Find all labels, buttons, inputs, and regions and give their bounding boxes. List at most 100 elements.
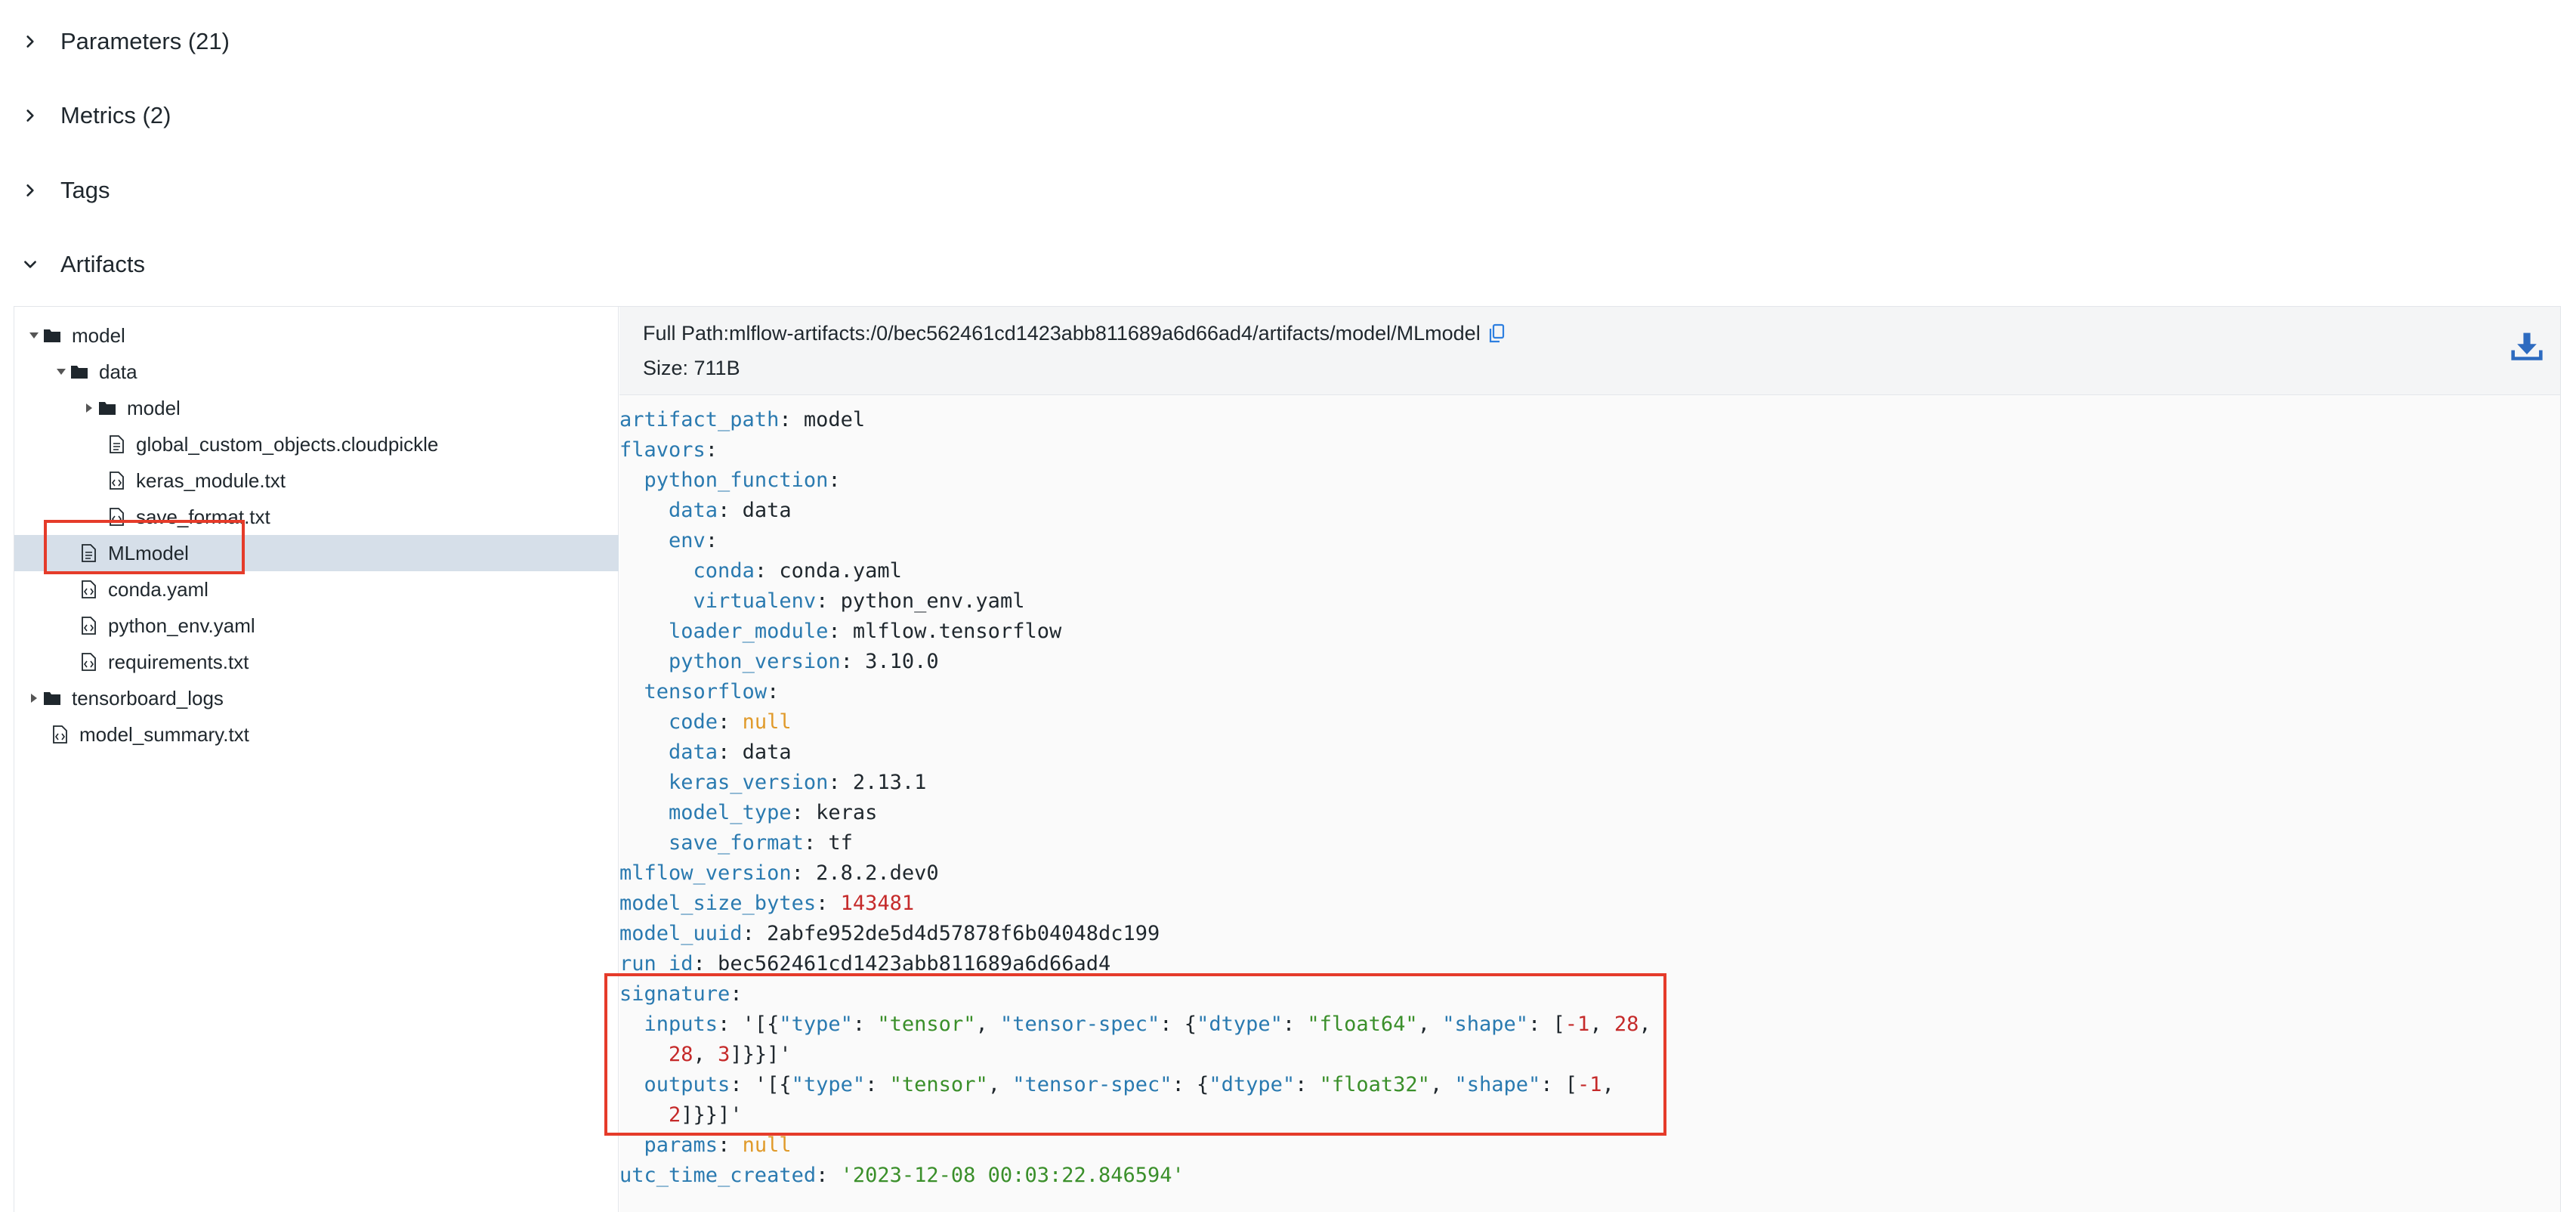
code-line: outputs: '[{"type": "tensor", "tensor-sp… (619, 1070, 1651, 1100)
code-token: "dtype" (1197, 1013, 1283, 1036)
code-token: env (669, 529, 706, 552)
code-token: : (1282, 1013, 1308, 1036)
download-icon[interactable] (2509, 328, 2545, 364)
tree-item-python-env-yaml[interactable]: python_env.yaml (14, 608, 619, 644)
code-token: : [ (1540, 1073, 1578, 1096)
code-token: : (852, 1013, 878, 1036)
code-token: python_function (644, 468, 829, 492)
code-token (619, 740, 669, 764)
folder-icon (69, 360, 90, 383)
code-token: model_type (669, 801, 792, 824)
code-file-icon (78, 578, 99, 601)
section-tags[interactable]: Tags (0, 160, 110, 221)
code-token: params (644, 1133, 718, 1157)
code-token (619, 620, 669, 643)
code-token: "float64" (1307, 1013, 1418, 1036)
full-path-text: Full Path:mlflow-artifacts:/0/bec562461c… (643, 322, 1481, 345)
tree-item-conda-yaml[interactable]: conda.yaml (14, 571, 619, 608)
code-token: "tensor-spec" (1012, 1073, 1172, 1096)
code-token: "type" (791, 1073, 866, 1096)
code-token: conda (693, 559, 755, 583)
code-token: : (816, 892, 841, 915)
code-line: 28, 3]}}]' (619, 1040, 1651, 1070)
code-token: : '[{ (730, 1073, 792, 1096)
artifact-viewer: Full Path:mlflow-artifacts:/0/bec562461c… (619, 307, 2560, 1212)
code-token: "shape" (1442, 1013, 1529, 1036)
file-icon (106, 433, 127, 456)
tree-item-label: data (99, 360, 137, 383)
caret-right-icon[interactable] (26, 692, 42, 704)
tree-item-label: python_env.yaml (108, 614, 255, 637)
code-line: conda: conda.yaml (619, 556, 1651, 586)
code-token (619, 650, 669, 673)
annotation-box-signature (604, 973, 1666, 1136)
code-token: : 2.13.1 (828, 771, 927, 794)
code-line: params: null (619, 1130, 1651, 1161)
code-token: , (1417, 1013, 1443, 1036)
code-token: 3 (718, 1043, 730, 1066)
code-token: : (705, 529, 718, 552)
code-line: model_type: keras (619, 798, 1651, 828)
code-token: : model (779, 408, 866, 431)
code-token: run_id (619, 952, 693, 975)
code-token: : { (1160, 1013, 1197, 1036)
code-line: python_version: 3.10.0 (619, 647, 1651, 677)
code-token: : (718, 710, 743, 734)
code-token (619, 559, 693, 583)
chevron-down-icon[interactable] (0, 256, 60, 273)
chevron-right-icon[interactable] (0, 107, 60, 124)
tree-item-save-format[interactable]: save_format.txt (14, 499, 619, 535)
code-token: : 2abfe952de5d4d57878f6b04048dc199 (742, 922, 1160, 945)
chevron-right-icon[interactable] (0, 33, 60, 50)
section-title: Metrics (2) (60, 102, 171, 128)
code-token: ]}}]' (730, 1043, 792, 1066)
code-token: "type" (779, 1013, 853, 1036)
tree-item-label: model_summary.txt (79, 722, 249, 746)
code-line: utc_time_created: '2023-12-08 00:03:22.8… (619, 1161, 1651, 1191)
section-metrics[interactable]: Metrics (2) (0, 85, 171, 146)
code-token: inputs (644, 1013, 718, 1036)
code-token: "tensor-spec" (999, 1013, 1160, 1036)
folder-icon (42, 687, 63, 710)
tree-item-label: MLmodel (108, 541, 189, 564)
caret-down-icon[interactable] (26, 329, 42, 342)
tree-item-label: requirements.txt (108, 650, 249, 673)
caret-right-icon[interactable] (82, 402, 97, 414)
caret-down-icon[interactable] (54, 366, 69, 378)
tree-item-label: model (127, 396, 181, 419)
tree-item-label: global_custom_objects.cloudpickle (136, 432, 439, 456)
tree-item-data-model[interactable]: model (14, 390, 619, 426)
code-token: : (705, 438, 718, 462)
tree-item-mlmodel[interactable]: MLmodel (14, 535, 619, 571)
chevron-right-icon[interactable] (0, 182, 60, 199)
code-file-icon (78, 614, 99, 637)
code-token: : (1295, 1073, 1320, 1096)
code-file-icon (49, 723, 70, 746)
code-token (619, 710, 669, 734)
code-token: : 3.10.0 (840, 650, 939, 673)
tree-item-tensorboard-logs[interactable]: tensorboard_logs (14, 680, 619, 716)
code-token: , (1639, 1013, 1651, 1036)
code-token: signature (619, 982, 730, 1006)
code-line: mlflow_version: 2.8.2.dev0 (619, 858, 1651, 889)
section-parameters[interactable]: Parameters (21) (0, 11, 230, 72)
section-title: Parameters (21) (60, 28, 230, 54)
code-token: model_uuid (619, 922, 743, 945)
code-token (619, 589, 693, 613)
tree-item-model-summary[interactable]: model_summary.txt (14, 716, 619, 753)
tree-item-data[interactable]: data (14, 354, 619, 390)
code-token: keras_version (669, 771, 829, 794)
tree-item-model[interactable]: model (14, 317, 619, 354)
code-token: , (975, 1013, 1000, 1036)
section-artifacts[interactable]: Artifacts (0, 234, 145, 295)
tree-item-keras-module[interactable]: keras_module.txt (14, 462, 619, 499)
code-line: env: (619, 526, 1651, 556)
full-path: Full Path:mlflow-artifacts:/0/bec562461c… (643, 322, 1506, 345)
code-line: data: data (619, 496, 1651, 526)
code-token: : bec562461cd1423abb811689a6d66ad4 (693, 952, 1111, 975)
tree-item-requirements[interactable]: requirements.txt (14, 644, 619, 680)
tree-item-global-custom-objects[interactable]: global_custom_objects.cloudpickle (14, 426, 619, 462)
copy-icon[interactable] (1487, 323, 1506, 345)
code-token: : (767, 680, 780, 703)
code-token: : mlflow.tensorflow (828, 620, 1062, 643)
